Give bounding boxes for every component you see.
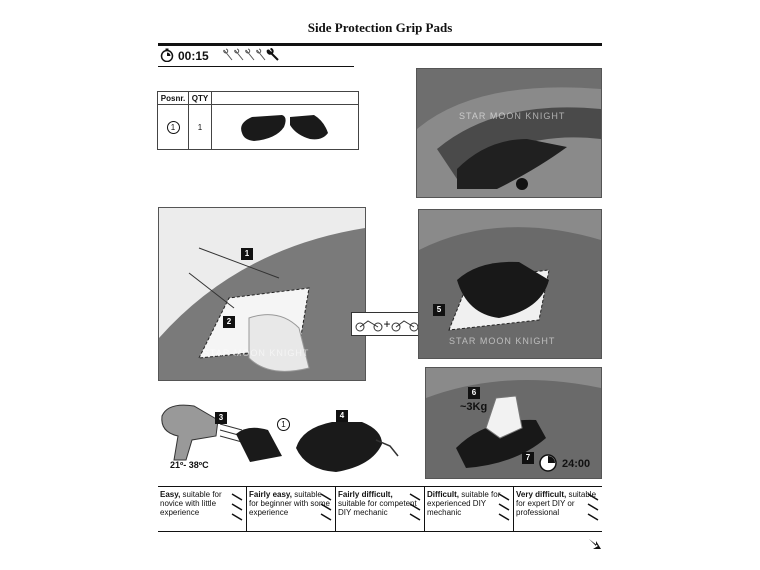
difficulty-label: Fairly easy, <box>249 490 292 499</box>
difficulty-desc: suitable for experienced DIY mechanic <box>427 490 501 517</box>
wrench-icon <box>231 493 243 521</box>
pressure-label: ~3Kg <box>460 401 488 413</box>
step-2-badge: 2 <box>223 316 235 328</box>
stopwatch-icon <box>160 48 174 62</box>
step-5-badge: 5 <box>433 304 445 316</box>
title-rule <box>158 43 602 46</box>
difficulty-label: Difficult, <box>427 490 459 499</box>
col-posnr: Posnr. <box>157 91 189 105</box>
wait-time-label: 24:00 <box>562 458 591 470</box>
timer-icon <box>539 454 557 472</box>
difficulty-legend: Easy, suitable for novice with little ex… <box>158 486 602 532</box>
difficulty-fairly-difficult: Fairly difficult, suitable for competent… <box>336 487 425 531</box>
difficulty-fairly-easy: Fairly easy, suitable for beginner with … <box>247 487 336 531</box>
posnr-cell: 1 <box>157 104 189 150</box>
bike-plus-bike-icon: + <box>351 312 423 336</box>
watermark: STAR MOON KNIGHT <box>203 348 310 358</box>
difficulty-label: Very difficult, <box>516 490 567 499</box>
watermark: STAR MOON KNIGHT <box>449 336 556 346</box>
col-image <box>211 91 359 105</box>
wrench-icon <box>320 493 332 521</box>
part-image-cell <box>211 104 359 150</box>
difficulty-label: Fairly difficult, <box>338 490 393 499</box>
grip-pads-image <box>241 115 328 141</box>
wrench-icon <box>587 493 599 521</box>
difficulty-desc: suitable for competent DIY mechanic <box>338 499 417 517</box>
step-4-badge: 4 <box>336 410 348 422</box>
result-photo: STAR MOON KNIGHT <box>416 68 602 198</box>
placement-photo: 5 STAR MOON KNIGHT <box>418 209 602 359</box>
qty-cell: 1 <box>188 104 212 150</box>
difficulty-easy: Easy, suitable for novice with little ex… <box>158 487 247 531</box>
watermark: STAR MOON KNIGHT <box>459 111 566 121</box>
difficulty-desc: suitable for beginner with some experien… <box>249 490 330 517</box>
difficulty-label: Easy, <box>160 490 181 499</box>
step-1-badge: 1 <box>241 248 253 260</box>
peel-backing-step: 4 <box>292 410 410 476</box>
cleaning-photo: 1 2 STAR MOON KNIGHT <box>158 207 366 381</box>
step-6-badge: 6 <box>468 387 480 399</box>
time-rule <box>158 66 354 67</box>
temperature-label: 21º- 38ºC <box>170 460 209 470</box>
press-photo: 6 ~3Kg 7 24:00 <box>425 367 602 479</box>
wrench-icon <box>498 493 510 521</box>
step-3-badge: 3 <box>215 412 227 424</box>
difficulty-desc: suitable for expert DIY or professional <box>516 490 597 517</box>
time-row: 00:15 <box>158 48 358 66</box>
difficulty-difficult: Difficult, suitable for experienced DIY … <box>425 487 514 531</box>
wrench-rating-icon <box>223 48 279 61</box>
difficulty-desc: suitable for novice with little experien… <box>160 490 222 517</box>
svg-text:+: + <box>383 317 390 331</box>
time-value: 00:15 <box>178 49 209 63</box>
difficulty-very-difficult: Very difficult, suitable for expert DIY … <box>514 487 602 531</box>
col-qty: QTY <box>188 91 212 105</box>
heat-gun-step: 3 21º- 38ºC <box>158 396 288 476</box>
ref-circle-1: 1 <box>277 418 290 431</box>
next-page-arrow-icon <box>589 539 601 549</box>
parts-table: Posnr. QTY 1 1 <box>157 91 359 150</box>
page-title: Side Protection Grip Pads <box>307 20 453 35</box>
position-circle: 1 <box>166 120 180 134</box>
wrench-icon <box>409 493 421 521</box>
step-7-badge: 7 <box>522 452 534 464</box>
